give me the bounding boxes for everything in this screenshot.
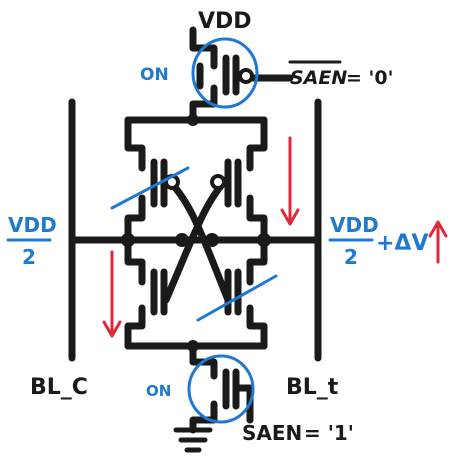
right-pmos	[246, 116, 268, 244]
left-pmos	[124, 116, 146, 244]
left-pmos-strike	[110, 166, 190, 210]
bl-c-label: BL_C	[30, 375, 88, 400]
circuit-wiring	[68, 26, 322, 453]
delta-v-up-arrow	[428, 220, 448, 264]
text-labels: VDD ON SAEN = '0' VDD 2 VDD 2 +ΔV BL_C B…	[8, 9, 429, 445]
red-current-arrows	[102, 136, 448, 338]
vdd-right-numerator: VDD	[330, 213, 379, 237]
saen-label: SAEN	[242, 421, 302, 445]
bottom-on-circle	[187, 354, 255, 424]
vdd-right-denominator: 2	[344, 245, 358, 269]
vdd-top-label: VDD	[198, 9, 252, 34]
on-top-label: ON	[140, 65, 169, 85]
bl-t-label: BL_t	[286, 375, 339, 400]
saen-bar-value: = '0'	[346, 67, 393, 89]
left-nmos	[124, 236, 146, 350]
saen-value: = '1'	[304, 421, 354, 445]
top-enable-transistor	[189, 62, 218, 124]
on-bottom-label: ON	[146, 382, 171, 400]
saen-bar-label: SAEN	[290, 67, 347, 89]
right-down-arrow	[280, 136, 300, 226]
delta-v-label: +ΔV	[376, 231, 429, 256]
right-nmos-strike	[196, 274, 278, 322]
node-dots	[121, 114, 271, 352]
ground-symbol	[173, 427, 213, 453]
left-down-arrow	[102, 250, 122, 338]
blue-annotations	[110, 37, 278, 424]
top-on-circle	[191, 37, 259, 109]
vdd-left-denominator: 2	[22, 245, 36, 269]
vdd-left-numerator: VDD	[8, 213, 57, 237]
right-nmos	[246, 236, 268, 350]
